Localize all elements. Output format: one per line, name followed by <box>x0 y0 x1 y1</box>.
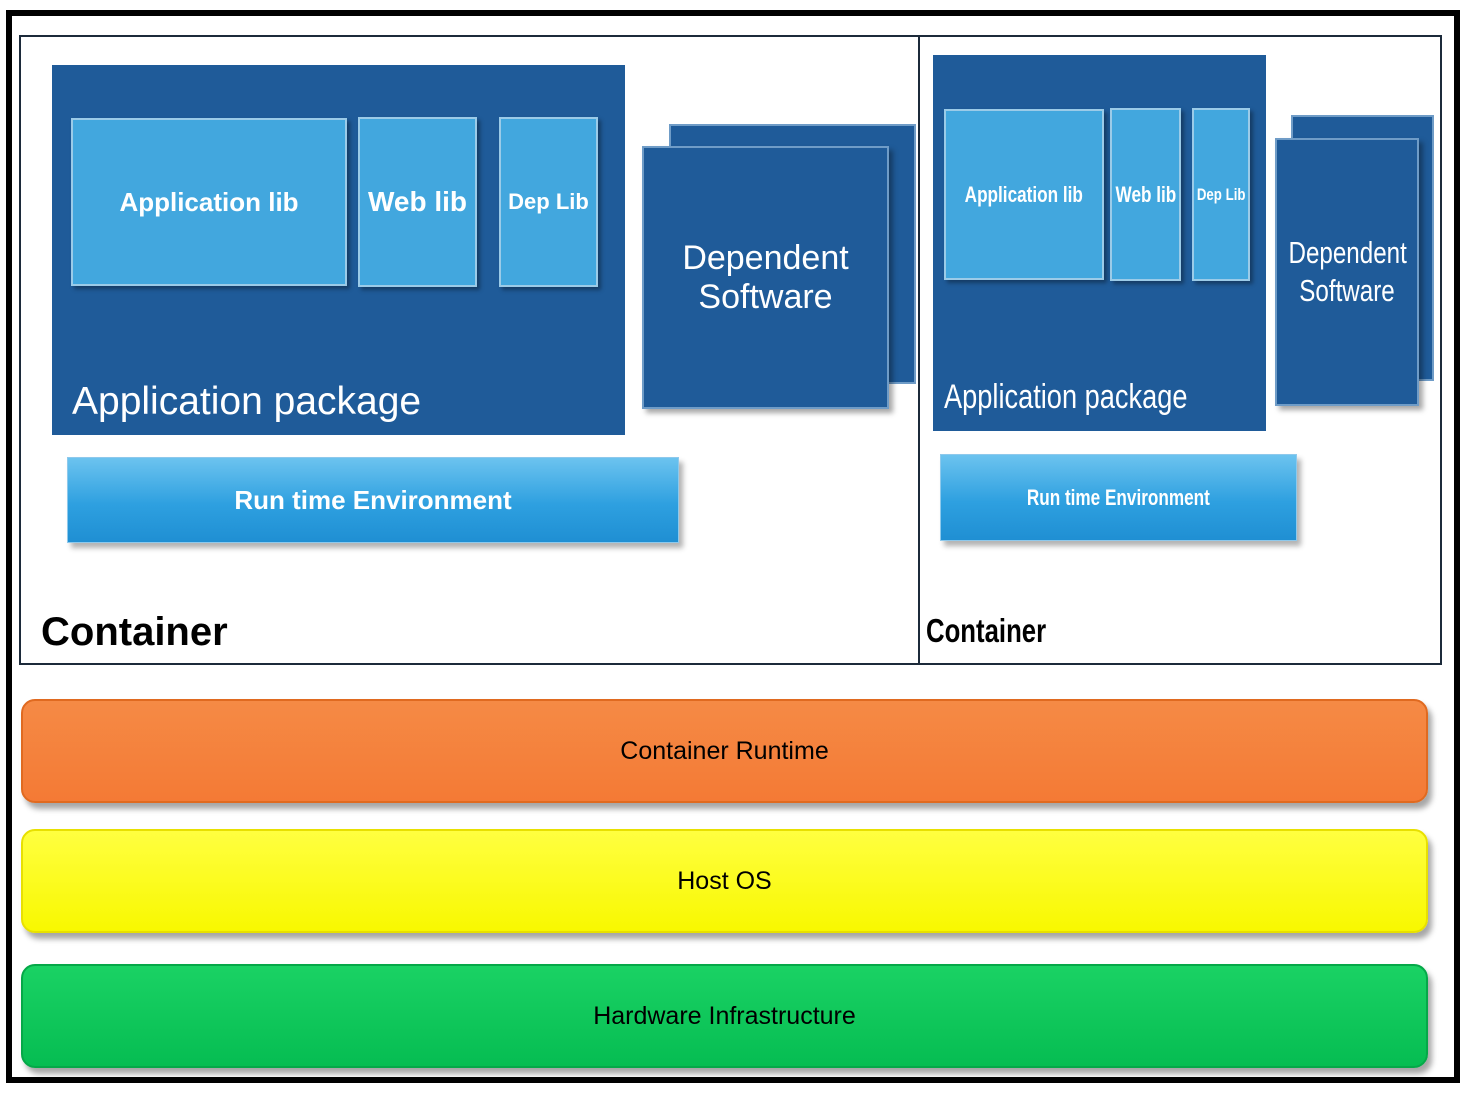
application-lib-1: Application lib <box>71 118 347 286</box>
dependent-software-1: Dependent Software <box>642 146 889 409</box>
runtime-environment-2: Run time Environment <box>940 454 1297 541</box>
container-runtime-layer: Container Runtime <box>21 699 1428 803</box>
dep-lib-2: Dep Lib <box>1192 108 1250 281</box>
runtime-environment-1: Run time Environment <box>67 457 679 543</box>
application-lib-label-2: Application lib <box>964 181 1084 207</box>
application-package-label-2: Application package <box>944 378 1188 416</box>
dep-lib-1: Dep Lib <box>499 117 598 287</box>
dependent-software-label-1: Dependent Software <box>682 238 849 316</box>
application-lib-2: Application lib <box>944 109 1104 280</box>
web-lib-2: Web lib <box>1110 108 1181 281</box>
container-label-1: Container <box>41 610 228 654</box>
container-label-2: Container <box>926 612 1047 649</box>
host-os-layer: Host OS <box>21 829 1428 933</box>
hardware-infrastructure-label: Hardware Infrastructure <box>593 1001 856 1030</box>
runtime-environment-label-2: Run time Environment <box>1026 484 1211 510</box>
web-lib-label-2: Web lib <box>1115 181 1176 207</box>
dependent-software-2: Dependent Software <box>1275 138 1419 406</box>
hardware-infrastructure-layer: Hardware Infrastructure <box>21 964 1428 1068</box>
application-package-label-1: Application package <box>72 380 422 423</box>
host-os-label: Host OS <box>677 866 772 895</box>
web-lib-1: Web lib <box>358 117 477 287</box>
container-runtime-label: Container Runtime <box>620 736 829 765</box>
dependent-software-label-2: Dependent Software <box>1288 235 1407 308</box>
dep-lib-label-2: Dep Lib <box>1196 184 1246 204</box>
